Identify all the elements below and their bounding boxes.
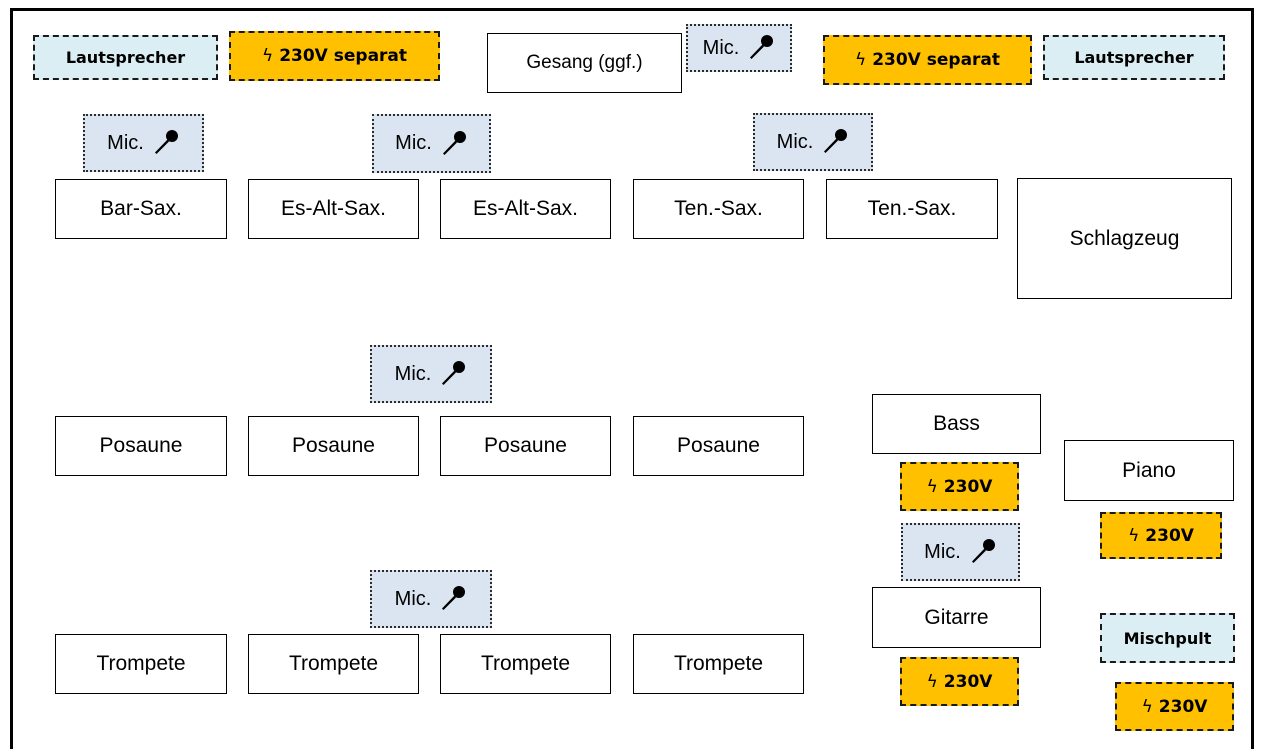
mic-sax-1: Mic.: [83, 114, 204, 172]
lightning-bolt-icon: ϟ: [1128, 525, 1140, 546]
trombone-box: Posaune: [633, 416, 804, 476]
drums-box: Schlagzeug: [1017, 178, 1232, 299]
piano-label: Piano: [1122, 458, 1176, 482]
bass-box: Bass: [872, 394, 1041, 454]
mixer-label: Mischpult: [1123, 628, 1212, 648]
vocals-box: Gesang (ggf.): [487, 33, 682, 93]
trombone-box: Posaune: [248, 416, 419, 476]
sax-box: Es-Alt-Sax.: [248, 179, 419, 239]
power-separate-label: 230V separat: [279, 46, 408, 66]
trombone-label: Posaune: [292, 434, 375, 457]
trombone-box: Posaune: [440, 416, 611, 476]
mic-label: Mic.: [107, 131, 144, 154]
lightning-bolt-icon: ϟ: [926, 671, 938, 692]
mic-vocals: Mic.: [686, 24, 792, 72]
mic-label: Mic.: [924, 540, 961, 563]
sax-box: Ten.-Sax.: [826, 179, 998, 239]
microphone-icon: [819, 127, 849, 157]
sax-box: Es-Alt-Sax.: [440, 179, 611, 239]
microphone-icon: [150, 128, 180, 158]
sax-label: Ten.-Sax.: [674, 197, 763, 220]
drums-label: Schlagzeug: [1069, 226, 1180, 250]
lightning-bolt-icon: ϟ: [854, 50, 867, 70]
trumpet-label: Trompete: [288, 652, 379, 675]
mic-trombone: Mic.: [370, 345, 492, 403]
trumpet-box: Trompete: [55, 634, 227, 694]
guitar-box: Gitarre: [872, 587, 1041, 648]
trombone-label: Posaune: [99, 434, 183, 457]
vocals-label: Gesang (ggf.): [526, 52, 643, 73]
speaker-left-label: Lautsprecher: [65, 48, 186, 67]
sax-label: Bar-Sax.: [100, 197, 182, 220]
microphone-icon: [438, 129, 468, 159]
power-label: 230V: [1145, 525, 1194, 546]
power-label: 230V: [943, 476, 993, 497]
trumpet-label: Trompete: [96, 652, 186, 675]
power-separate-label: 230V separat: [872, 50, 1001, 70]
microphone-icon: [967, 537, 997, 567]
mixer-box: Mischpult: [1100, 613, 1235, 663]
mic-sax-2: Mic.: [372, 114, 491, 173]
mic-label: Mic.: [776, 130, 814, 153]
speaker-right-label: Lautsprecher: [1074, 48, 1194, 67]
microphone-icon: [745, 33, 775, 63]
trumpet-label: Trompete: [480, 652, 571, 675]
sax-label: Ten.-Sax.: [867, 197, 957, 220]
sax-label: Es-Alt-Sax.: [472, 197, 579, 220]
lightning-bolt-icon: ϟ: [926, 476, 938, 497]
piano-box: Piano: [1064, 440, 1234, 501]
mic-label: Mic.: [395, 132, 432, 154]
trombone-label: Posaune: [677, 434, 760, 457]
lightning-bolt-icon: ϟ: [261, 46, 274, 66]
mic-label: Mic.: [394, 587, 432, 610]
trombone-box: Posaune: [55, 416, 227, 476]
trombone-label: Posaune: [484, 434, 567, 457]
microphone-icon: [437, 359, 467, 389]
stage-plan: [10, 8, 1254, 749]
speaker-left: Lautsprecher: [33, 35, 218, 80]
microphone-icon: [437, 584, 467, 614]
trumpet-box: Trompete: [440, 634, 611, 694]
mic-trumpet: Mic.: [370, 570, 492, 628]
sax-box: Bar-Sax.: [55, 179, 227, 239]
mic-label: Mic.: [394, 362, 432, 385]
mic-sax-3: Mic.: [753, 113, 873, 171]
guitar-label: Gitarre: [924, 605, 989, 629]
sax-box: Ten.-Sax.: [633, 179, 804, 239]
trumpet-box: Trompete: [633, 634, 804, 694]
trumpet-label: Trompete: [673, 652, 764, 675]
speaker-right: Lautsprecher: [1043, 35, 1225, 80]
sax-label: Es-Alt-Sax.: [280, 197, 387, 220]
mic-label: Mic.: [702, 36, 740, 59]
trumpet-box: Trompete: [248, 634, 419, 694]
power-label: 230V: [1158, 696, 1208, 717]
power-label: 230V: [943, 671, 993, 692]
lightning-bolt-icon: ϟ: [1141, 696, 1153, 717]
mic-guitar: Mic.: [901, 523, 1020, 581]
bass-label: Bass: [933, 412, 980, 435]
